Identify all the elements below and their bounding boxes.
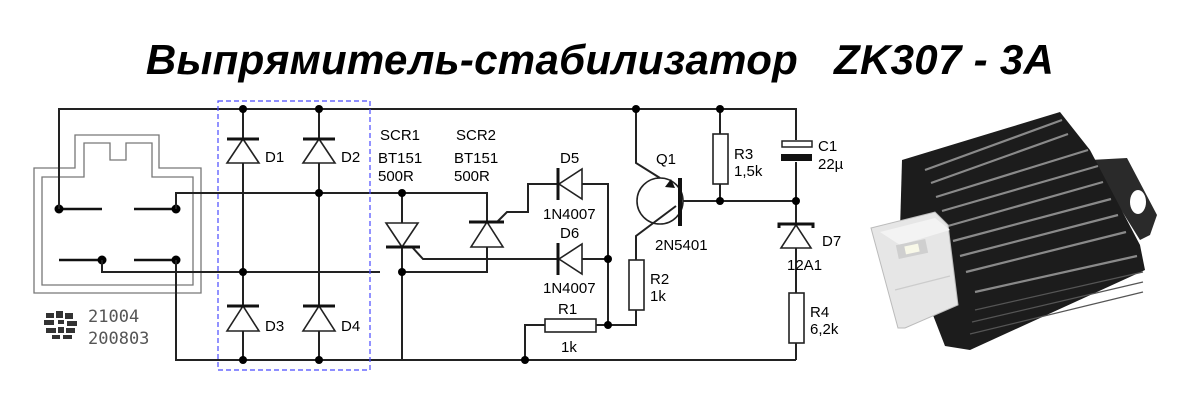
scr2: SCR2 BT151 500R [454, 127, 505, 248]
d6-ref: D6 [560, 225, 579, 242]
r3-value: 1,5k [734, 163, 763, 180]
resistor-r3: R3 1,5k [712, 133, 763, 185]
q1-part: 2N5401 [655, 237, 708, 254]
q1-ref: Q1 [656, 151, 676, 168]
r1-value: 1k [561, 339, 577, 356]
resistor-r4: R4 6,2k [788, 292, 839, 344]
d5-part: 1N4007 [543, 206, 596, 223]
r2-ref: R2 [650, 271, 669, 288]
wires [58, 108, 797, 361]
r4-value: 6,2k [810, 321, 839, 338]
junctions [239, 105, 800, 364]
scr1-rating: 500R [378, 168, 414, 185]
transistor-q1: Q1 2N5401 [636, 151, 708, 254]
scr2-ref: SCR2 [456, 127, 496, 144]
d5-ref: D5 [560, 150, 579, 167]
bridge-outline [217, 100, 371, 371]
d2-label: D2 [341, 149, 360, 166]
d7-part: 12A1 [787, 257, 822, 274]
stamp-line-2: 200803 [88, 329, 149, 349]
d6-part: 1N4007 [543, 280, 596, 297]
module-photo [870, 112, 1157, 350]
diagram-title: Выпрямитель-стабилизатор ZK307 - 3A [145, 36, 1055, 83]
diode-d3: D3 [225, 304, 284, 335]
zener-d7: D7 12A1 [777, 222, 841, 274]
c1-value: 22µ [818, 156, 844, 173]
diode-d4: D4 [301, 304, 360, 335]
connector-pins [54, 204, 181, 265]
r4-ref: R4 [810, 304, 829, 321]
r2-value: 1k [650, 288, 666, 305]
diode-d6: D6 1N4007 [543, 225, 596, 297]
r1-ref: R1 [558, 301, 577, 318]
scr1-ref: SCR1 [380, 127, 420, 144]
diode-d2: D2 [301, 137, 360, 166]
scr2-part: BT151 [454, 150, 498, 167]
connector-outline [33, 134, 202, 294]
manufacturer-stamp: 21004 200803 [44, 307, 149, 349]
resistor-r2: R2 1k [628, 259, 669, 311]
stamp-line-1: 21004 [88, 307, 139, 327]
scr1: SCR1 BT151 500R [378, 127, 422, 249]
diode-d1: D1 [225, 137, 284, 166]
r3-ref: R3 [734, 146, 753, 163]
resistor-r1: R1 1k [544, 301, 597, 356]
d1-label: D1 [265, 149, 284, 166]
scr2-rating: 500R [454, 168, 490, 185]
d3-label: D3 [265, 318, 284, 335]
logo-icon [44, 311, 77, 339]
capacitor-c1: C1 22µ [781, 138, 844, 173]
d7-ref: D7 [822, 233, 841, 250]
c1-ref: C1 [818, 138, 837, 155]
diode-d5: D5 1N4007 [543, 150, 596, 223]
scr1-part: BT151 [378, 150, 422, 167]
d4-label: D4 [341, 318, 360, 335]
